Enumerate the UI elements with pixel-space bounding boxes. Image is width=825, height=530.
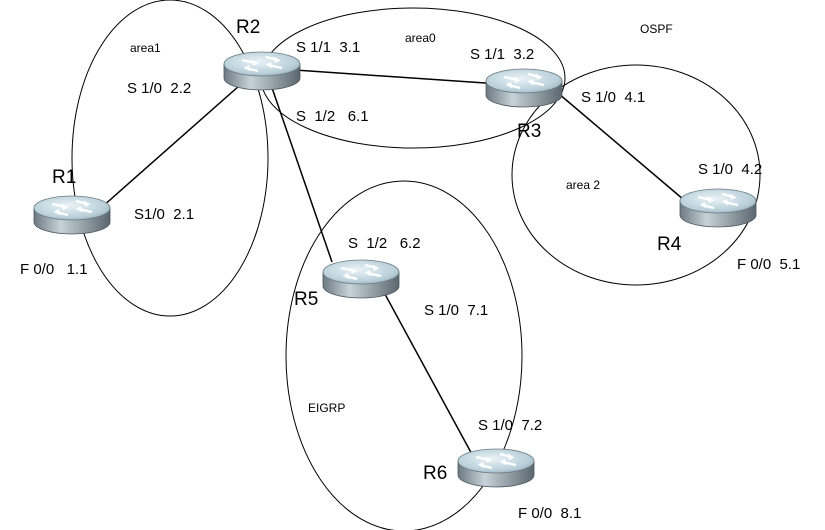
eigrp-label: EIGRP (308, 401, 345, 415)
area2-boundary (511, 64, 761, 286)
r5-s10-label: S 1/0 7.1 (424, 302, 488, 319)
router-r1-label: R1 (52, 167, 76, 188)
r3-s11-label: S 1/1 3.2 (470, 46, 534, 63)
r2-s10-label: S 1/0 2.2 (127, 80, 191, 97)
ospf-label: OSPF (640, 22, 673, 36)
link-r1-r2 (101, 77, 249, 208)
area2-label: area 2 (566, 178, 600, 192)
area0-label: area0 (405, 31, 436, 45)
r1-s10-label: S1/0 2.1 (134, 206, 194, 223)
r2-s12-label: S 1/2 6.1 (296, 108, 369, 125)
router-r5-icon[interactable] (321, 258, 401, 300)
link-r5-r6 (379, 284, 475, 459)
r2-s11-label: S 1/1 3.1 (296, 39, 360, 56)
r3-s10-label: S 1/0 4.1 (581, 89, 645, 106)
link-r3-r4 (551, 87, 691, 206)
r6-s10-label: S 1/0 7.2 (478, 417, 542, 434)
r6-f00-label: F 0/0 8.1 (518, 505, 581, 522)
area1-label: area1 (130, 41, 161, 55)
router-r3-icon[interactable] (484, 67, 564, 109)
link-r2-r3 (294, 69, 501, 85)
r4-f00-label: F 0/0 5.1 (737, 256, 800, 273)
router-r4-label: R4 (657, 234, 682, 255)
r5-s12-label: S 1/2 6.2 (348, 235, 421, 252)
router-r2-icon[interactable] (222, 50, 302, 92)
router-r6-icon[interactable] (456, 447, 536, 489)
router-r4-icon[interactable] (678, 187, 758, 229)
router-r5-label: R5 (294, 289, 318, 310)
router-r1-icon[interactable] (32, 194, 112, 236)
router-r2-label: R2 (236, 17, 260, 38)
r4-s10-label: S 1/0 4.2 (698, 161, 762, 178)
router-r3-label: R3 (517, 121, 541, 142)
area1-boundary (71, 0, 269, 317)
r1-f00-label: F 0/0 1.1 (20, 261, 88, 278)
router-r6-label: R6 (423, 463, 447, 484)
eigrp-boundary (285, 180, 523, 530)
link-r2-r5 (269, 81, 333, 263)
